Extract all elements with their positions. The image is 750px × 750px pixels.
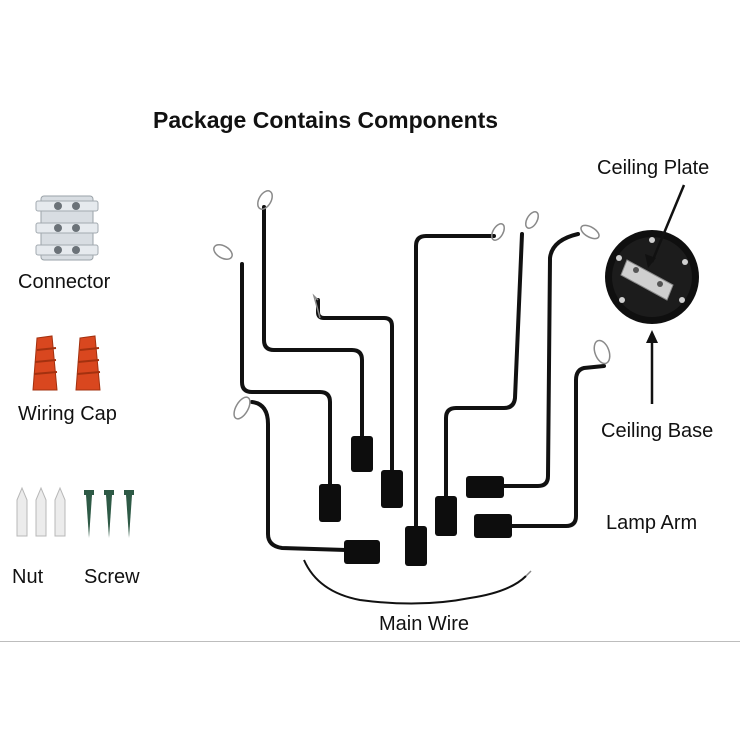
hang-loop: [491, 223, 505, 241]
lamp-arm-cables: [240, 205, 606, 552]
main-wire-label: Main Wire: [379, 613, 470, 635]
lamp-socket: [466, 476, 504, 498]
hanging-loops: [213, 190, 611, 420]
connector-icon: [35, 195, 99, 261]
hang-loop: [580, 224, 600, 240]
hang-loop: [525, 211, 539, 229]
lamp-arm-cable: [444, 232, 524, 500]
lamp-socket: [381, 470, 403, 508]
nut-icon: [16, 486, 66, 537]
connector-label: Connector: [18, 271, 111, 293]
lamp-socket: [319, 484, 341, 522]
hang-loop: [257, 190, 273, 210]
lamp-socket: [474, 514, 512, 538]
screw-label: Screw: [84, 566, 140, 588]
ceiling-base-icon: [605, 230, 699, 324]
ceiling-plate-arrow: [645, 184, 686, 268]
ceiling-plate-label: Ceiling Plate: [597, 157, 710, 179]
ceiling-base-arrow: [646, 330, 658, 404]
lamp-arm-cable: [508, 364, 606, 528]
lamp-arm-label: Lamp Arm: [606, 512, 698, 534]
lamp-socket: [344, 540, 380, 564]
lamp-arm-cable: [262, 205, 364, 440]
hang-loop: [593, 339, 611, 365]
ceiling-base-label: Ceiling Base: [601, 420, 714, 442]
wiring-cap-label: Wiring Cap: [18, 403, 117, 425]
wiring-cap-icon: [32, 335, 101, 391]
lamp-sockets: [319, 436, 512, 566]
lamp-arm-cable: [500, 232, 580, 488]
lamp-arm-cable: [414, 234, 496, 530]
ceiling-plate-icon: [620, 259, 674, 301]
screw-icon: [84, 490, 134, 538]
lamp-arm-cable: [250, 400, 348, 552]
lamp-socket: [351, 436, 373, 472]
divider: [0, 641, 740, 642]
hang-loop: [312, 293, 321, 319]
main-wire: [303, 559, 532, 605]
hang-loop: [213, 244, 233, 260]
hang-loop: [233, 396, 251, 420]
nut-label: Nut: [12, 566, 44, 588]
lamp-socket: [405, 526, 427, 566]
lamp-socket: [435, 496, 457, 536]
page-title: Package Contains Components: [153, 107, 499, 133]
lamp-arm-cable: [240, 262, 332, 490]
